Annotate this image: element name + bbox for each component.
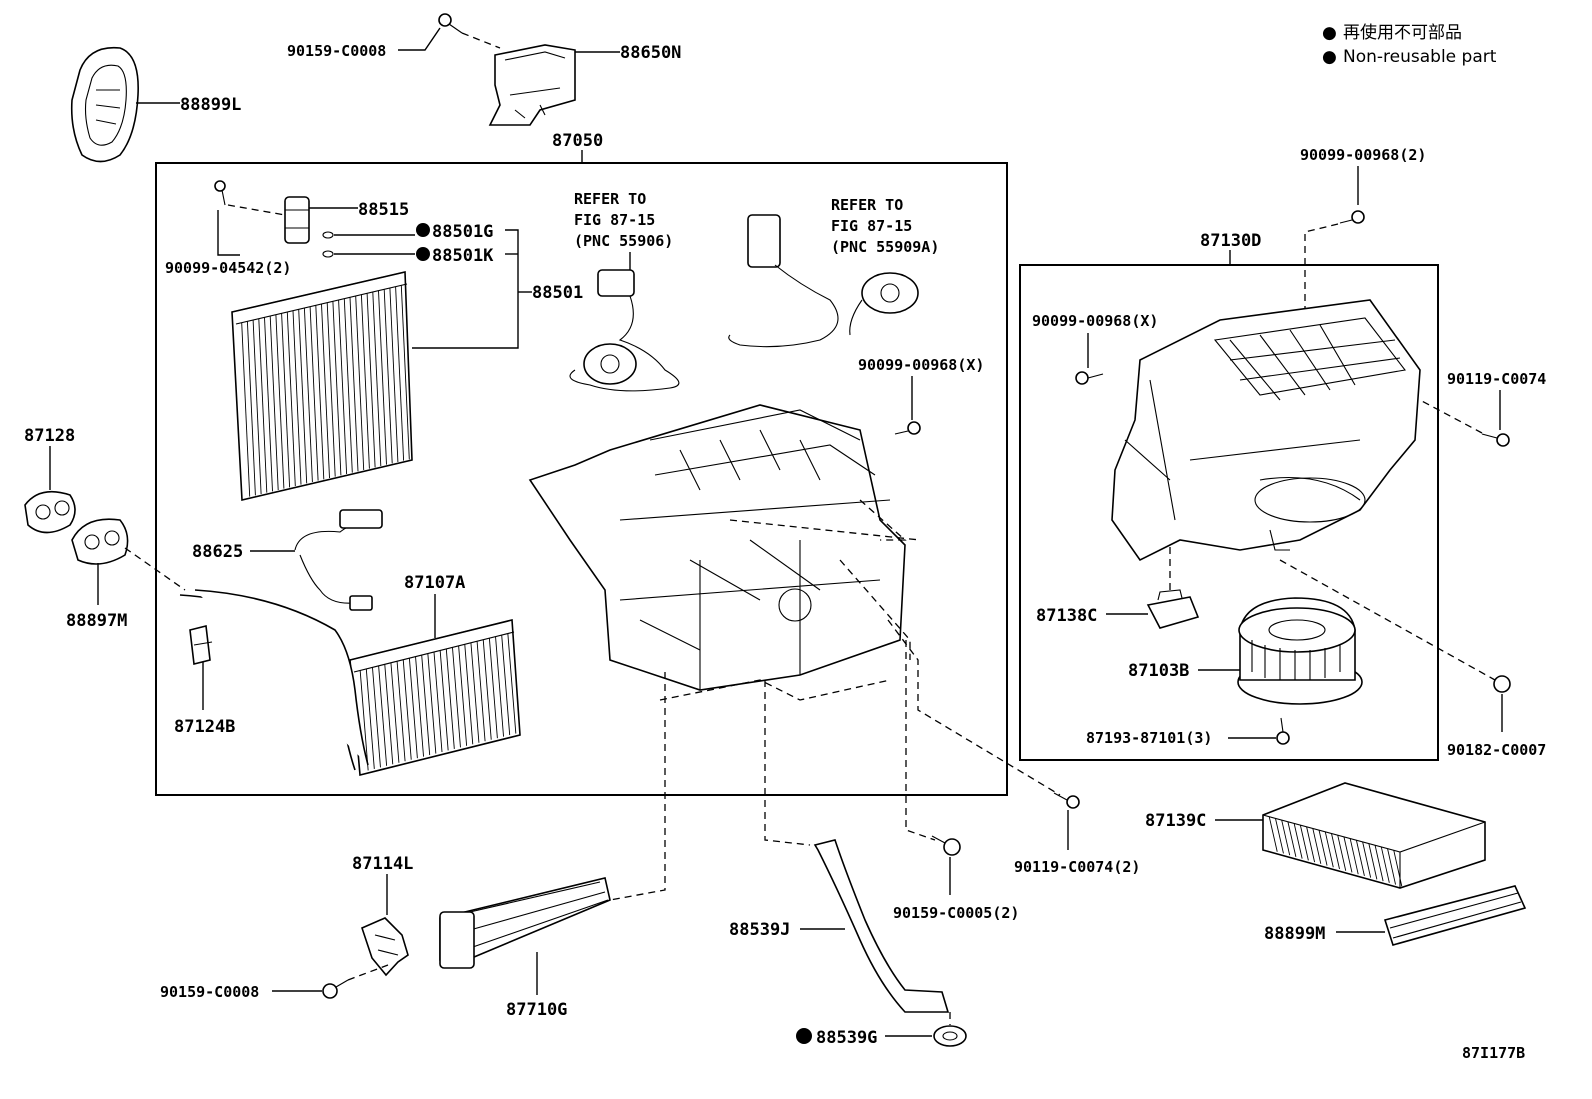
ref-left-line1: REFER TO bbox=[574, 190, 646, 208]
label-87050: 87050 bbox=[552, 131, 603, 151]
label-88625: 88625 bbox=[192, 542, 243, 562]
legend-line-jp: 再使用不可部品 bbox=[1343, 22, 1462, 43]
part-87128-grommet-icon bbox=[24, 490, 76, 534]
label-87107a: 87107A bbox=[404, 573, 465, 593]
part-87710g-ptc-icon bbox=[439, 877, 611, 969]
screw-90119-c0074-icon bbox=[1481, 433, 1510, 447]
label-87128: 87128 bbox=[24, 426, 75, 446]
label-87103b: 87103B bbox=[1128, 661, 1189, 681]
non-reusable-dot-88501k bbox=[416, 247, 430, 261]
part-88539j-hose-icon bbox=[813, 839, 950, 1013]
dash-88515 bbox=[227, 204, 286, 216]
label-87710g: 87710G bbox=[506, 1000, 567, 1020]
ref-left-line2: FIG 87-15 bbox=[574, 211, 655, 229]
screw-90099-00968-2-icon bbox=[1339, 210, 1365, 224]
part-87124b-clamp-icon bbox=[189, 625, 213, 665]
legend-line-en: Non-reusable part bbox=[1343, 47, 1497, 67]
legend: ● 再使用不可部品 ● Non-reusable part bbox=[1322, 22, 1497, 67]
label-88501: 88501 bbox=[532, 283, 583, 303]
servo-harness-left-icon bbox=[569, 269, 680, 392]
part-88625-sensor-icon bbox=[294, 509, 383, 611]
screw-87193-87101-icon bbox=[1276, 717, 1290, 745]
dash-88650n bbox=[461, 32, 501, 49]
non-reusable-dot-88501g bbox=[416, 223, 430, 237]
label-90099-04542: 90099-04542(2) bbox=[165, 259, 291, 277]
screw-90099-00968-x-mid-icon bbox=[894, 421, 921, 435]
part-88515-icon bbox=[284, 196, 310, 244]
label-88650n: 88650N bbox=[620, 43, 681, 63]
oring-88501k-icon bbox=[322, 250, 334, 258]
part-88897m-seal-icon bbox=[71, 518, 129, 565]
label-87193-87101: 87193-87101(3) bbox=[1086, 729, 1212, 747]
label-87130d: 87130D bbox=[1200, 231, 1261, 251]
dash-housing-b bbox=[729, 519, 921, 541]
label-90159-c0008-top: 90159-C0008 bbox=[287, 42, 386, 60]
part-88539g-grommet-icon bbox=[933, 1025, 967, 1047]
leader-90159-c0008-top bbox=[398, 27, 441, 51]
ref-left-line3: (PNC 55906) bbox=[574, 232, 673, 250]
part-88899m-cover-icon bbox=[1383, 885, 1527, 946]
dash-housing-bottom bbox=[659, 679, 891, 701]
label-88539j: 88539J bbox=[729, 920, 790, 940]
label-90099-00968-2: 90099-00968(2) bbox=[1300, 146, 1426, 164]
legend-bullet-2: ● bbox=[1322, 47, 1337, 67]
screw-90159-c0005-icon bbox=[931, 835, 961, 856]
screw-90119-c0074-2-icon bbox=[1053, 792, 1080, 809]
dash-87710g bbox=[609, 672, 666, 901]
figure-code: 87I177B bbox=[1462, 1044, 1525, 1062]
ref-right-line1: REFER TO bbox=[831, 196, 903, 214]
label-88899m: 88899M bbox=[1264, 924, 1325, 944]
label-88515: 88515 bbox=[358, 200, 409, 220]
label-90159-c0005-2: 90159-C0005(2) bbox=[893, 904, 1019, 922]
ref-right-line2: FIG 87-15 bbox=[831, 217, 912, 235]
leader-90099-04542 bbox=[217, 210, 240, 256]
blower-case-87130d-icon bbox=[1111, 299, 1421, 562]
label-88501k: 88501K bbox=[432, 246, 494, 266]
oring-88501g-icon bbox=[322, 231, 334, 239]
non-reusable-dot-88539g bbox=[796, 1028, 812, 1044]
legend-bullet-1: ● bbox=[1322, 23, 1337, 43]
label-88501g: 88501G bbox=[432, 222, 493, 242]
label-87139c: 87139C bbox=[1145, 811, 1206, 831]
dash-90119-c0074 bbox=[1419, 399, 1483, 434]
label-90099-00968-x-mid: 90099-00968(X) bbox=[858, 356, 984, 374]
label-90159-c0008-bottom: 90159-C0008 bbox=[160, 983, 259, 1001]
label-88899l: 88899L bbox=[180, 95, 241, 115]
dash-88897m bbox=[124, 547, 186, 591]
label-88897m: 88897M bbox=[66, 611, 127, 631]
label-88539g: 88539G bbox=[816, 1028, 877, 1048]
part-87103b-blower-icon bbox=[1237, 597, 1363, 705]
part-88899l-icon bbox=[70, 46, 139, 163]
part-88650n-icon bbox=[488, 44, 576, 126]
label-90182-c0007: 90182-C0007 bbox=[1447, 741, 1546, 759]
label-87114l: 87114L bbox=[352, 854, 413, 874]
label-87124b: 87124B bbox=[174, 717, 235, 737]
ref-right-line3: (PNC 55909A) bbox=[831, 238, 939, 256]
screw-90159-c0008-top-icon bbox=[438, 13, 463, 34]
leader-88501-bracket bbox=[412, 229, 519, 349]
part-90182-c0007-icon bbox=[1493, 675, 1511, 693]
assembly-box-87130d bbox=[1019, 264, 1439, 761]
screw-90159-c0008-bottom-icon bbox=[322, 979, 349, 999]
part-87139c-filter-icon bbox=[1262, 782, 1486, 889]
dash-housing-a bbox=[859, 499, 907, 541]
servo-harness-right-icon bbox=[728, 214, 919, 348]
part-87138c-resistor-icon bbox=[1146, 589, 1200, 629]
dash-90159-c0005 bbox=[905, 640, 936, 841]
part-87107a-heater-core-icon bbox=[179, 589, 521, 777]
label-87138c: 87138C bbox=[1036, 606, 1097, 626]
part-88501-evaporator-icon bbox=[231, 271, 413, 501]
label-90119-c0074-2: 90119-C0074(2) bbox=[1014, 858, 1140, 876]
dash-88539j bbox=[764, 680, 811, 846]
dash-90182-c0007 bbox=[1279, 559, 1496, 681]
heater-unit-case-icon bbox=[528, 404, 906, 691]
dash-90159-c0008-bottom bbox=[347, 964, 389, 981]
screw-90099-00968-x-right-icon bbox=[1075, 371, 1104, 385]
label-90119-c0074: 90119-C0074 bbox=[1447, 370, 1546, 388]
dash-90119-c0074-2 bbox=[887, 619, 1061, 796]
part-87114l-bracket-icon bbox=[361, 917, 409, 977]
label-90099-00968-x-right: 90099-00968(X) bbox=[1032, 312, 1158, 330]
screw-90099-04542-icon bbox=[214, 180, 226, 206]
